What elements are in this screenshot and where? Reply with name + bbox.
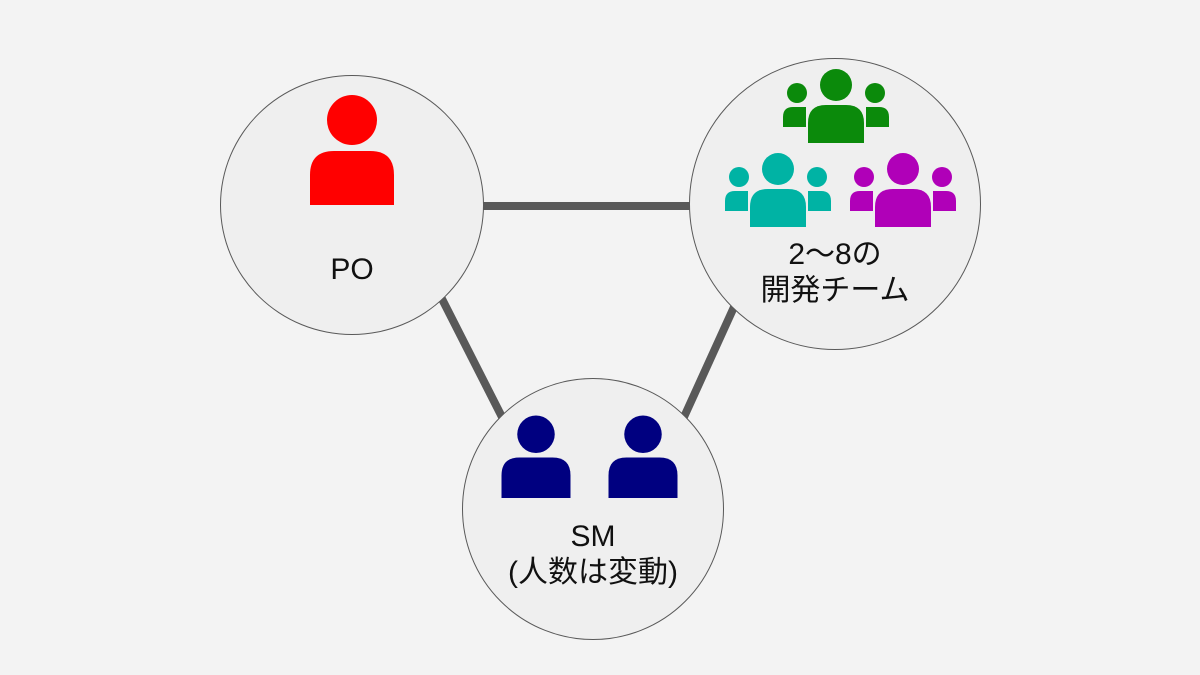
person-icon xyxy=(310,95,394,205)
sm-label: SM (人数は変動) xyxy=(463,519,723,591)
sm-label-line1: SM xyxy=(570,520,616,553)
connector-dev-sm xyxy=(680,305,738,419)
group-icon xyxy=(783,69,889,143)
dev-team-label-line2: 開発チーム xyxy=(760,274,910,307)
po-node: PO xyxy=(220,75,484,335)
dev-team-label-line1: 2〜8の xyxy=(788,238,882,271)
sm-node: SM (人数は変動) xyxy=(462,378,724,640)
po-label: PO xyxy=(330,253,374,286)
person-icon xyxy=(608,415,678,498)
dev-team-label: 2〜8の 開発チーム xyxy=(690,237,980,309)
person-icon xyxy=(501,415,571,498)
group-icon xyxy=(725,153,831,227)
sm-label-line2: (人数は変動) xyxy=(508,556,678,589)
connector-po-sm xyxy=(437,295,506,419)
group-icon xyxy=(850,153,956,227)
dev-team-node: 2〜8の 開発チーム xyxy=(689,58,981,350)
